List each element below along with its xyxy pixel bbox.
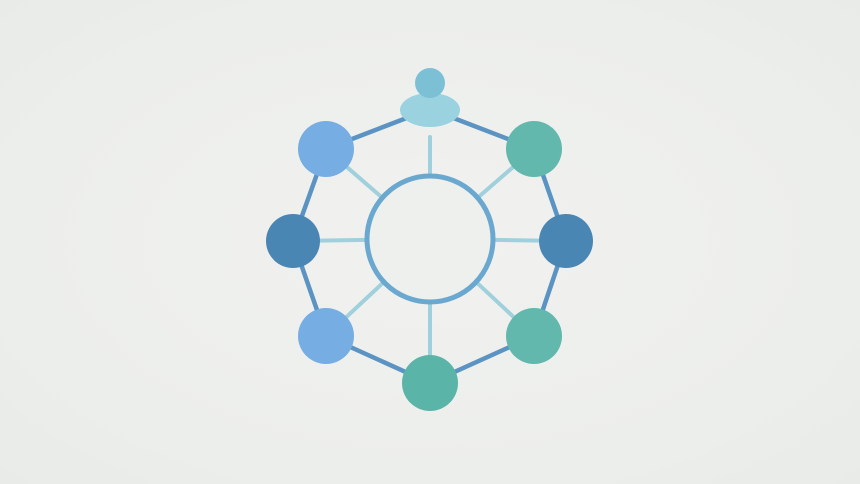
node-lower-left bbox=[298, 308, 354, 364]
node-upper-left bbox=[298, 121, 354, 177]
spoke-edge-lower-right bbox=[474, 279, 516, 319]
node-bottom bbox=[402, 355, 458, 411]
person-node-icon bbox=[400, 68, 460, 127]
nodes bbox=[266, 68, 593, 411]
spoke-edge-upper-left bbox=[345, 165, 385, 200]
node-upper-right bbox=[506, 121, 562, 177]
person-head bbox=[415, 68, 445, 98]
spoke-edge-left bbox=[317, 237, 370, 243]
spoke-edge-upper-right bbox=[475, 165, 515, 200]
node-left bbox=[266, 214, 320, 268]
node-lower-right bbox=[506, 308, 562, 364]
hub-circle bbox=[364, 173, 496, 305]
node-right bbox=[539, 214, 593, 268]
spoke-edge-lower-left bbox=[344, 279, 386, 319]
person-body bbox=[400, 93, 460, 127]
spoke-edge-right bbox=[490, 237, 542, 243]
spoke-edges bbox=[317, 135, 542, 357]
